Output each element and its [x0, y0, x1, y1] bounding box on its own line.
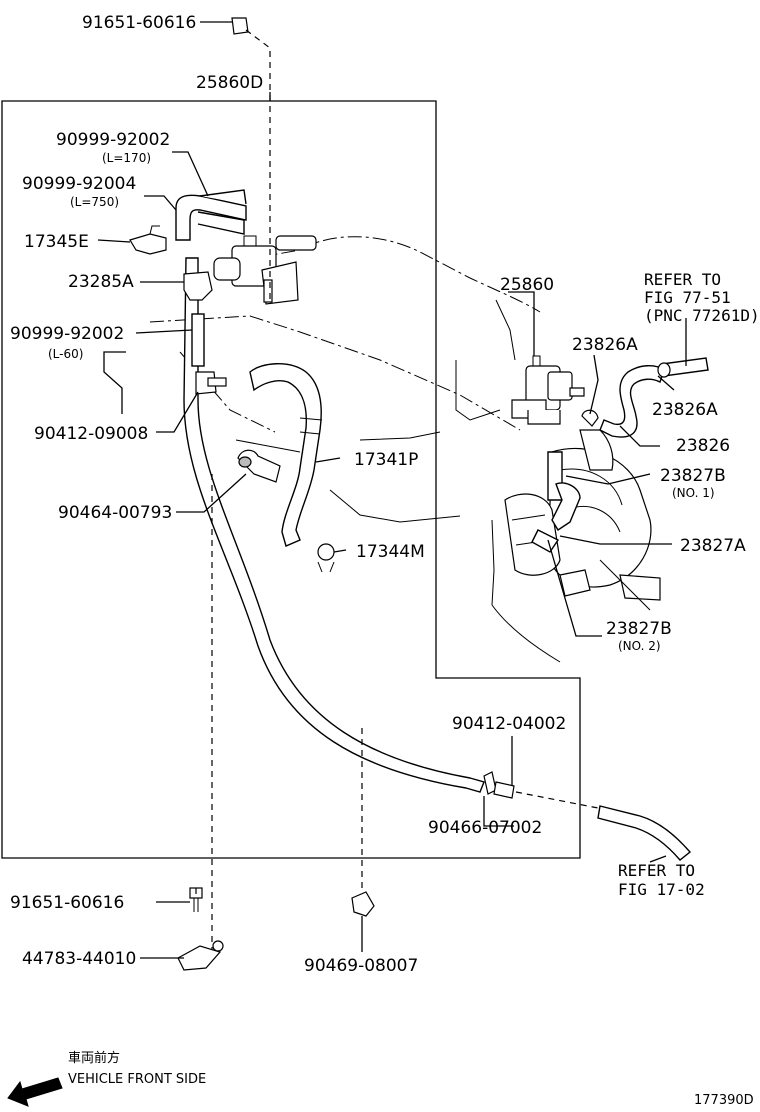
leader-lines: [97, 21, 687, 959]
label-25860d: 25860D: [196, 73, 263, 93]
dashed-lines: [195, 29, 599, 950]
label-90412-04002: 90412-04002: [452, 714, 566, 734]
group-frame: [1, 100, 581, 859]
vehicle-front-legend: 車両前方 VEHICLE FRONT SIDE: [7, 1050, 206, 1107]
label-90469-08007: 90469-08007: [304, 956, 418, 976]
legend-english: VEHICLE FRONT SIDE: [68, 1072, 206, 1087]
front-direction-arrow-icon: [7, 1077, 63, 1107]
label-90999-92004-length: (L=750): [70, 195, 119, 209]
refer-fig-77-line3: (PNC 77261D): [644, 306, 760, 325]
label-90999-92002-a: 90999-92002: [56, 130, 170, 150]
label-91651-60616-bottom: 91651-60616: [10, 893, 124, 913]
label-90412-09008: 90412-09008: [34, 424, 148, 444]
label-25860: 25860: [500, 275, 554, 295]
figure-id: 177390D: [694, 1093, 754, 1108]
label-23826a-a: 23826A: [572, 335, 638, 355]
label-90999-92002-a-length: (L=170): [102, 151, 151, 165]
label-23827b-1: 23827B: [660, 466, 726, 486]
label-23826a-b: 23826A: [652, 400, 718, 420]
label-23826: 23826: [676, 436, 730, 456]
engine-outline: [149, 236, 561, 663]
refer-fig-77-line2: FIG 77-51: [644, 288, 731, 307]
label-23827b-2: 23827B: [606, 619, 672, 639]
vsv-25860-icon: [511, 355, 585, 425]
label-90999-92002-b: 90999-92002: [10, 324, 124, 344]
throttle-body: [504, 429, 661, 611]
label-90999-92002-b-length: (L-60): [48, 347, 83, 361]
part-labels: 91651-60616 25860D 90999-92002 (L=170) 9…: [10, 13, 746, 976]
label-90464-00793: 90464-00793: [58, 503, 172, 523]
label-23285a: 23285A: [68, 272, 134, 292]
label-17341p: 17341P: [354, 450, 418, 470]
label-90466-07002: 90466-07002: [428, 818, 542, 838]
label-23827b-1-note: (NO. 1): [672, 486, 715, 500]
label-23827a: 23827A: [680, 536, 746, 556]
refer-fig-17-line2: FIG 17-02: [618, 880, 705, 899]
label-23827b-2-note: (NO. 2): [618, 639, 661, 653]
label-90999-92004: 90999-92004: [22, 174, 136, 194]
label-44783-44010: 44783-44010: [22, 949, 136, 969]
label-17344m: 17344M: [356, 542, 425, 562]
legend-japanese: 車両前方: [68, 1050, 120, 1066]
hoses: [175, 189, 709, 861]
small-parts: [129, 17, 599, 971]
reference-labels: REFER TO FIG 77-51 (PNC 77261D) REFER TO…: [618, 270, 760, 899]
refer-fig-77-line1: REFER TO: [644, 270, 721, 289]
refer-fig-17-line1: REFER TO: [618, 861, 695, 880]
label-91651-60616-top: 91651-60616: [82, 13, 196, 33]
label-17345e: 17345E: [24, 232, 89, 252]
vsv-25860d-icon: [213, 235, 317, 305]
